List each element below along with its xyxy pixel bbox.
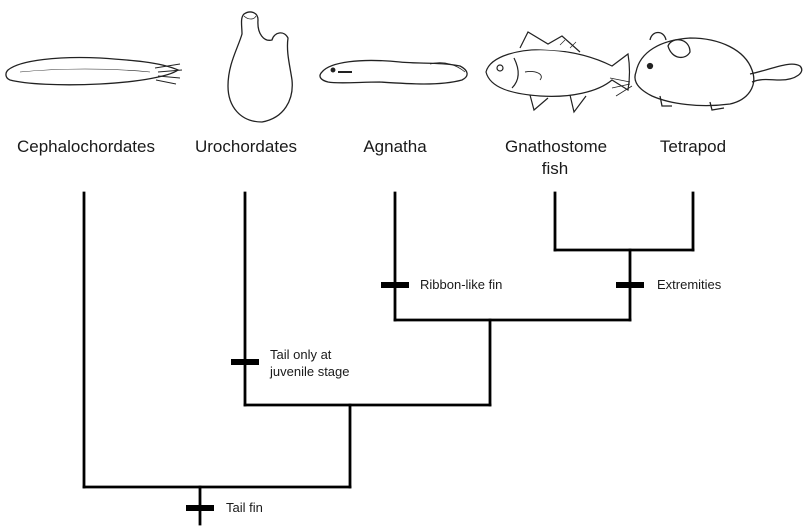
taxon-label-urochordates: Urochordates: [185, 136, 307, 158]
lancelet-illustration: [6, 58, 182, 85]
sea-squirt-illustration: [228, 12, 292, 122]
trait-label-extremities: Extremities: [657, 276, 721, 293]
taxon-label-gnathostome-fish: Gnathostome fish: [505, 136, 605, 180]
taxon-label-cephalochordates: Cephalochordates: [4, 136, 168, 158]
cladogram-lines: [84, 193, 693, 524]
mouse-illustration: [610, 33, 802, 111]
fish-illustration: [486, 32, 630, 112]
trait-ticks: [186, 285, 644, 508]
taxon-label-tetrapod: Tetrapod: [648, 136, 738, 158]
trait-label-tail-juvenile: Tail only at juvenile stage: [270, 346, 370, 380]
trait-label-tail-fin: Tail fin: [226, 499, 263, 516]
trait-label-ribbon-fin: Ribbon-like fin: [420, 276, 502, 293]
lamprey-illustration: [320, 60, 467, 84]
taxon-label-agnatha: Agnatha: [350, 136, 440, 158]
